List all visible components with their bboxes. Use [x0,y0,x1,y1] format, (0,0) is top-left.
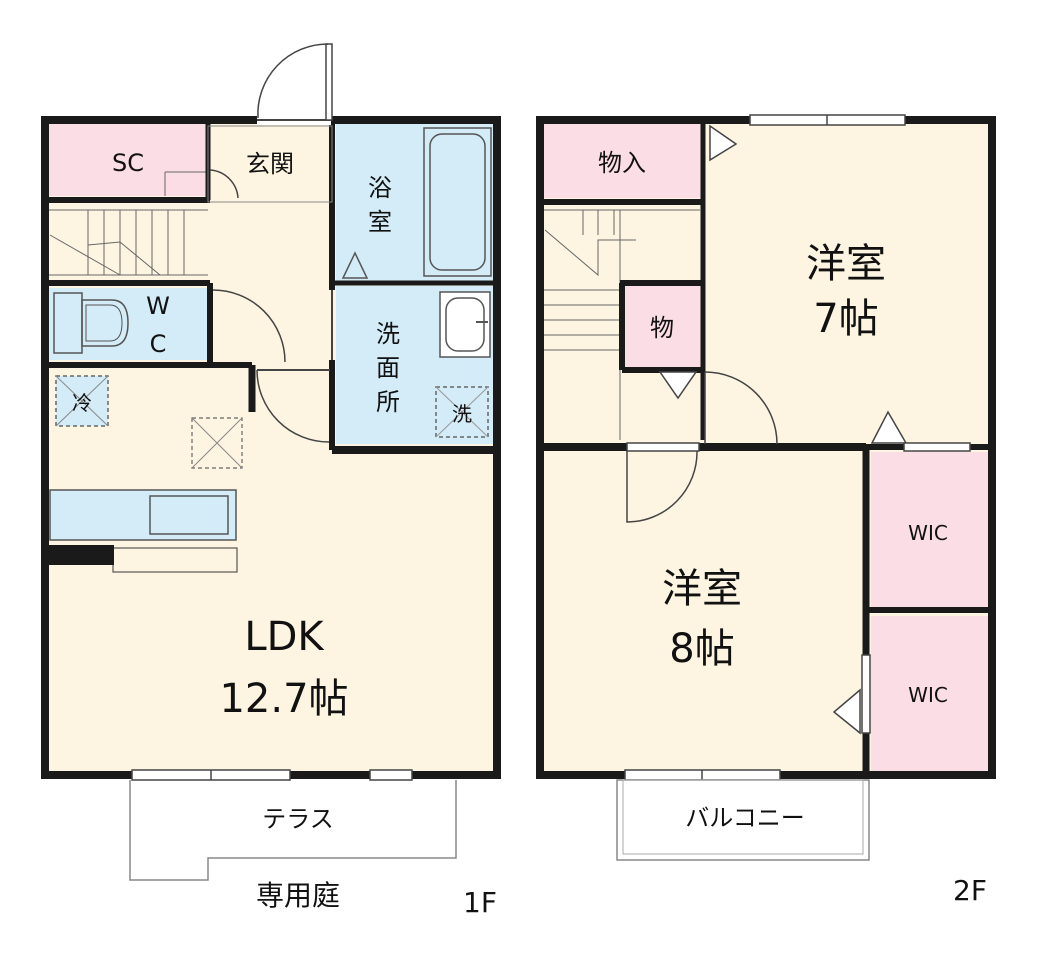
doors-2f [626,124,971,735]
entrance-door [207,43,333,203]
wash-basin [439,291,491,358]
balcony-outline [616,779,870,861]
staircase-2f [543,209,700,440]
wic-room-2 [871,616,989,772]
wc-label-1: W [146,292,170,320]
room-8-label: 洋室 [662,566,742,612]
storage-marker [191,417,243,469]
room-8-size-label: 8帖 [669,626,734,672]
wic-label-1: WIC [908,521,948,545]
bathtub [423,127,492,277]
floor-1: SC 玄関 浴 室 W C 洗 面 所 冷 洗 LDK 12.7帖 テラス 専用… [41,43,501,919]
doors-1f [209,169,333,443]
wc-label-2: C [150,330,167,358]
closet-label: 物入 [598,149,646,177]
washroom-label-1: 洗 [376,320,400,348]
toilet [53,292,129,354]
wic-label-2: WIC [908,683,948,707]
terrace-label: テラス [262,805,334,833]
ldk-size-label: 12.7帖 [219,676,348,722]
floor-2-label: 2F [953,874,987,907]
floor-1-label: 1F [463,886,497,919]
ldk-label: LDK [244,614,325,660]
balcony-label: バルコニー [685,804,805,832]
floor-2: 物入 物 洋室 7帖 洋室 8帖 WIC WIC バルコニー 2F [536,114,996,907]
sc-room [48,123,208,196]
bath-label-1: 浴 [368,174,392,202]
closet-room [543,123,703,198]
washroom-label-2: 面 [376,354,400,382]
room-7-size-label: 7帖 [813,296,878,342]
bath-label-2: 室 [368,208,392,236]
staircase-1f [48,171,208,276]
sc-label: SC [112,149,144,177]
wic-room-1 [871,452,989,608]
kitchen-counter [48,489,238,573]
genkan-label: 玄関 [246,150,294,178]
room-7-label: 洋室 [806,241,886,287]
washroom-label-3: 所 [376,388,400,416]
garden-label: 専用庭 [256,879,340,912]
storage-room [625,286,701,368]
windows-1f [131,769,413,781]
storage-label: 物 [650,314,674,342]
fridge-label: 冷 [72,391,92,415]
terrace-outline [129,780,457,881]
washer-label: 洗 [452,402,472,426]
